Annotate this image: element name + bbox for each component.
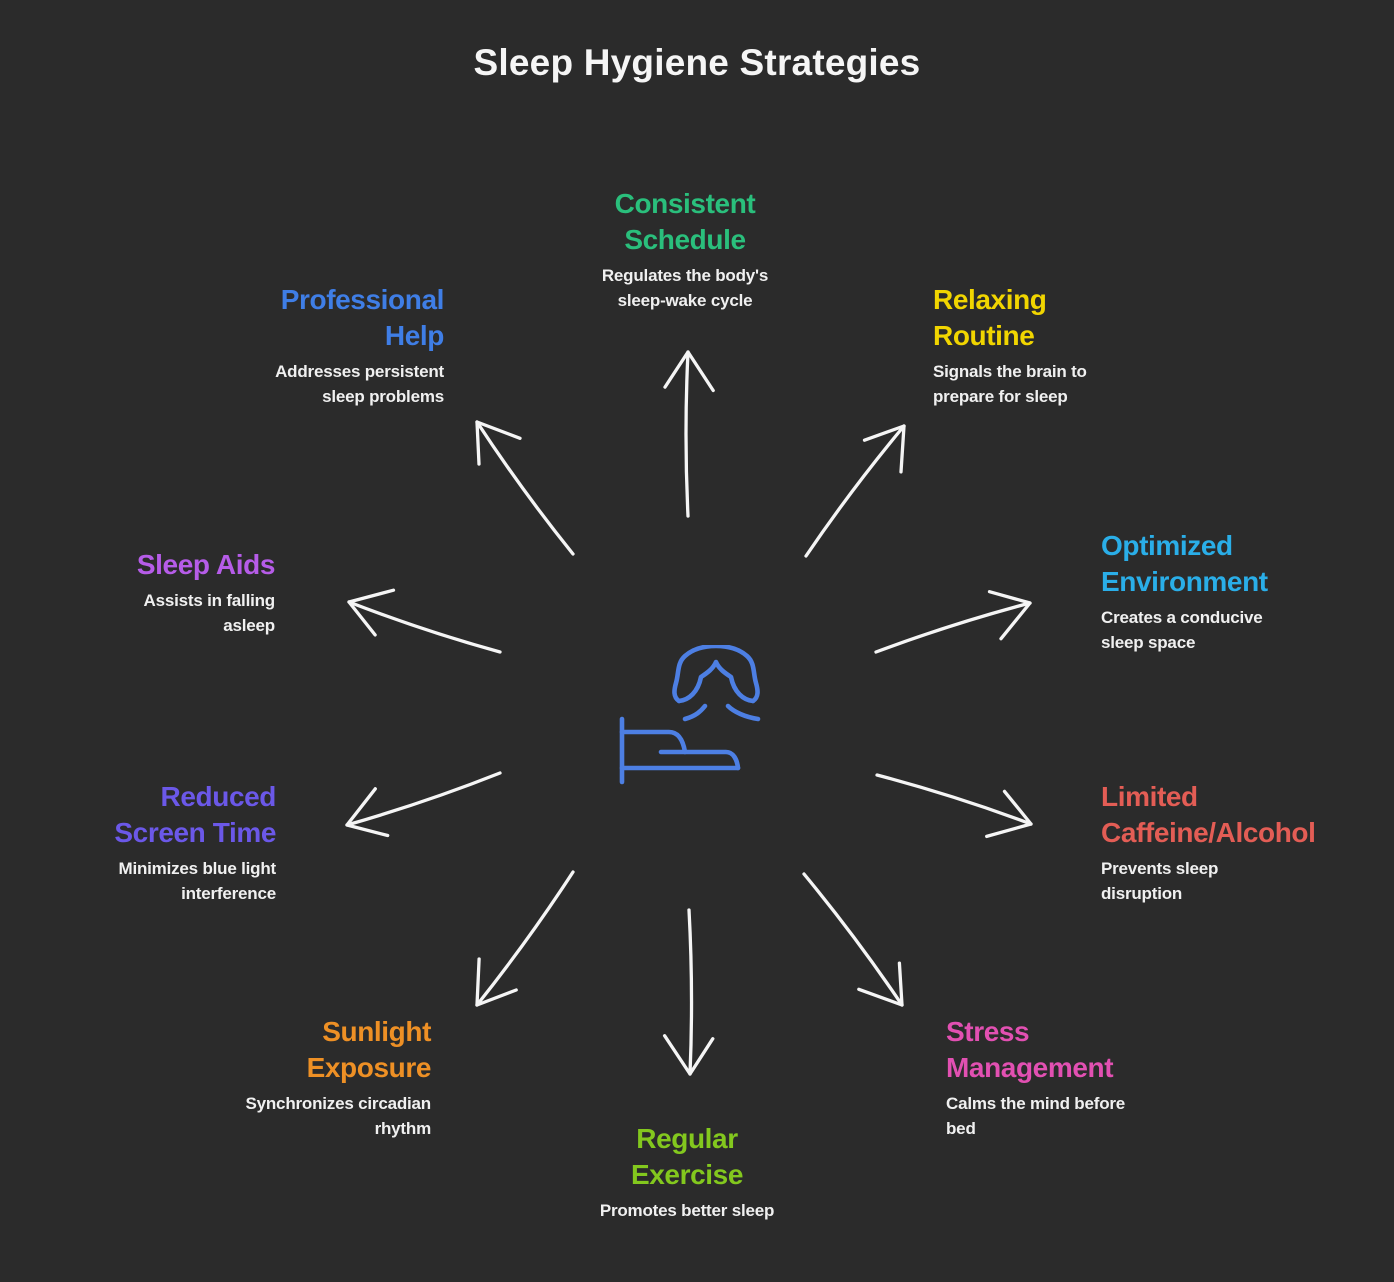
strategy-relaxing-routine: Relaxing Routine Signals the brain to pr…: [933, 282, 1087, 409]
strategy-title: Consistent Schedule: [614, 188, 756, 255]
strategy-title: Sleep Aids: [136, 549, 276, 580]
strategy-title: Optimized Environment: [1101, 530, 1268, 597]
strategy-description: Promotes better sleep: [599, 1201, 775, 1220]
strategy-description: Minimizes blue light interference: [118, 859, 276, 903]
arrow-relaxing-routine: [804, 424, 906, 558]
arrow-professional-help: [475, 420, 575, 556]
strategy-title: Sunlight Exposure: [306, 1016, 432, 1083]
strategy-title: Regular Exercise: [630, 1123, 743, 1190]
arrow-limited-caffeine-alcohol: [875, 773, 1033, 839]
person-in-bed-icon: [619, 645, 761, 785]
strategy-professional-help: Professional Help Addresses persistent s…: [275, 282, 444, 409]
hair-outline: [672, 645, 760, 704]
strategy-sleep-aids: Sleep Aids Assists in falling asleep: [136, 547, 276, 638]
strategy-reduced-screen-time: Reduced Screen Time Minimizes blue light…: [114, 779, 276, 906]
left-shoulder: [682, 703, 708, 722]
arrow-consistent-schedule: [663, 350, 715, 518]
strategy-sunlight-exposure: Sunlight Exposure Synchronizes circadian…: [245, 1014, 431, 1141]
strategy-title: Stress Management: [946, 1016, 1114, 1083]
strategy-title: Limited Caffeine/Alcohol: [1101, 781, 1316, 848]
hair-fringe: [676, 659, 756, 704]
strategy-description: Regulates the body's sleep-wake cycle: [601, 266, 769, 310]
strategy-description: Addresses persistent sleep problems: [275, 362, 444, 406]
strategy-consistent-schedule: Consistent Schedule Regulates the body's…: [524, 186, 846, 313]
arrow-reduced-screen-time: [345, 771, 502, 838]
bed-pillow: [619, 729, 688, 755]
arrow-sleep-aids: [347, 588, 502, 654]
strategy-title: Reduced Screen Time: [114, 781, 276, 848]
arrow-sunlight-exposure: [475, 870, 575, 1007]
right-shoulder: [725, 703, 761, 722]
strategy-optimized-environment: Optimized Environment Creates a conduciv…: [1101, 528, 1268, 655]
strategy-limited-caffeine-alcohol: Limited Caffeine/Alcohol Prevents sleep …: [1101, 779, 1316, 906]
strategy-title: Relaxing Routine: [933, 284, 1047, 351]
page-title: Sleep Hygiene Strategies: [473, 42, 921, 83]
strategy-regular-exercise: Regular Exercise Promotes better sleep: [527, 1121, 847, 1223]
arrow-optimized-environment: [874, 590, 1032, 654]
strategy-description: Assists in falling asleep: [143, 591, 276, 635]
strategy-stress-management: Stress Management Calms the mind before …: [946, 1014, 1125, 1141]
strategy-description: Prevents sleep disruption: [1101, 859, 1219, 903]
strategy-title: Professional Help: [280, 284, 445, 351]
arrow-regular-exercise: [662, 908, 715, 1076]
strategy-description: Calms the mind before bed: [946, 1094, 1126, 1138]
strategy-description: Creates a conducive sleep space: [1101, 608, 1263, 652]
strategy-description: Synchronizes circadian rhythm: [245, 1094, 431, 1138]
strategy-description: Signals the brain to prepare for sleep: [933, 362, 1087, 406]
arrow-stress-management: [802, 872, 904, 1007]
bed-blanket: [658, 749, 741, 771]
